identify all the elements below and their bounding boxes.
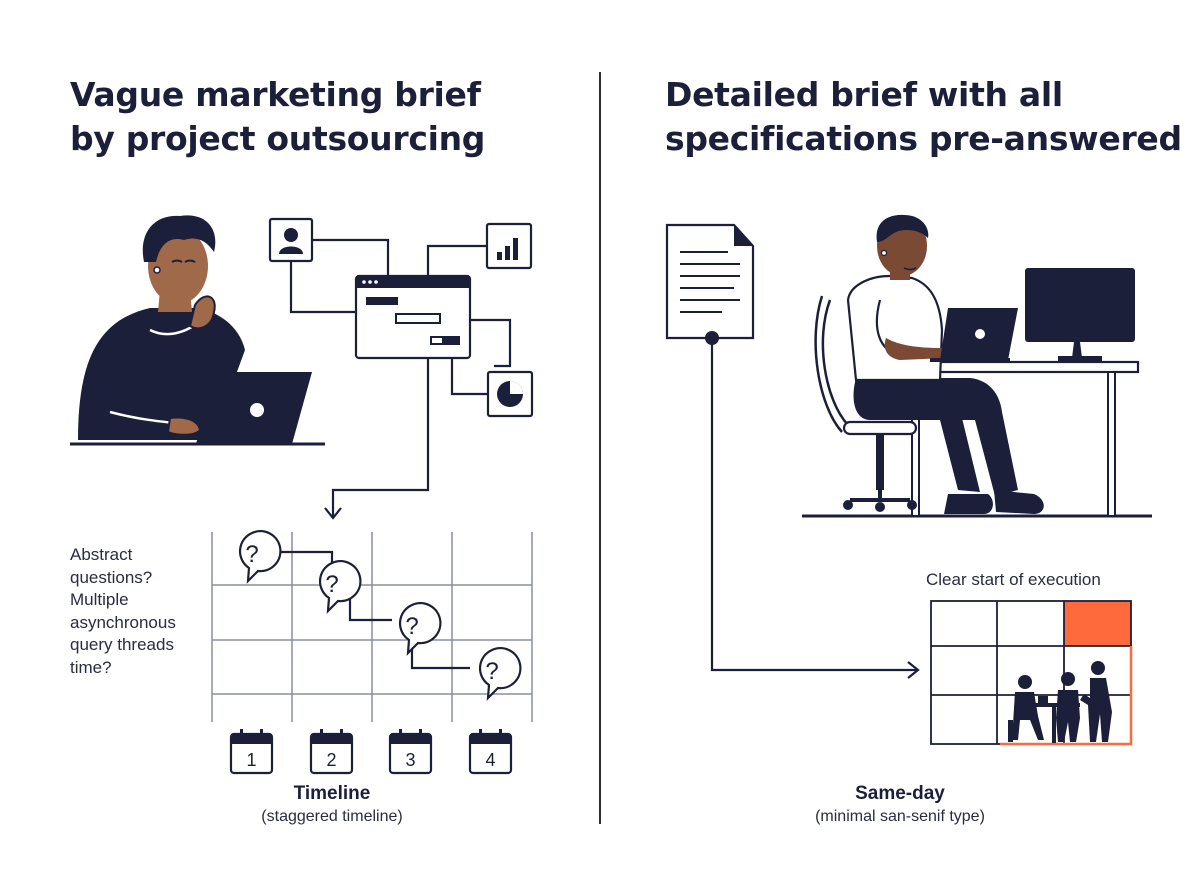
left-person-eyes [171, 259, 196, 263]
right-person-legs [853, 378, 1018, 496]
execution-grid [930, 600, 1133, 746]
meeting-table [1030, 703, 1080, 707]
arrowhead-icon [907, 661, 920, 679]
speech-bubble-icon [479, 647, 522, 701]
note-line-4: asynchronous [70, 612, 176, 632]
question-bubble-3: ? [399, 602, 442, 656]
abstract-questions-note: Abstract questions? Multiple asynchronou… [70, 544, 210, 680]
user-icon-body [279, 246, 303, 254]
question-mark-1: ? [245, 541, 258, 568]
right-title: Detailed brief with all specifications p… [665, 73, 1182, 161]
speech-bubble-icon [399, 602, 442, 656]
calendar-day-2-number: 2 [326, 750, 336, 770]
right-person-shirt [846, 274, 944, 382]
speech-bubble-icon [319, 560, 362, 614]
left-person-head [148, 228, 208, 304]
execution-highlight-border [1000, 646, 1133, 746]
left-person-hand [188, 295, 216, 330]
staggered-timeline-grid [211, 532, 533, 722]
bar-chart-icon [497, 252, 502, 260]
question-mark-3: ? [405, 613, 418, 640]
execution-label: Clear start of execution [926, 570, 1101, 589]
office-chair-base [850, 490, 910, 502]
right-person-earbud [880, 249, 888, 257]
note-line-3: Multiple [70, 590, 129, 610]
right-caption-sub: (minimal san-senif type) [815, 808, 985, 825]
calendar-day-1-number: 1 [246, 750, 256, 770]
left-caption-sub: (staggered timeline) [261, 808, 403, 825]
connector-window-down [450, 345, 488, 396]
left-person-earring [153, 266, 161, 274]
thinking-person-illustration [70, 215, 325, 446]
question-bubble-1: ? [239, 530, 282, 584]
confusing-flow-diagram [268, 217, 534, 520]
panel-divider [599, 72, 601, 824]
document-icon [665, 223, 755, 340]
calendar-day-4: 4 [468, 729, 513, 775]
laptop-logo-icon [250, 403, 264, 417]
note-line-1: Abstract [70, 545, 133, 564]
laptop-logo-icon [975, 329, 985, 339]
question-flow-line [272, 550, 470, 670]
office-chair-post [876, 434, 884, 490]
question-bubble-2: ? [319, 560, 362, 614]
gantt-bar-1 [366, 297, 398, 305]
speech-bubble-icon [239, 530, 282, 584]
left-person-torso [78, 308, 245, 440]
left-title: Vague marketing brief by project outsour… [70, 73, 485, 161]
note-line-2: questions? [70, 567, 153, 587]
left-caption-main: Timeline [293, 783, 371, 804]
arrowhead-to-timeline [324, 507, 342, 520]
right-person-forearm [884, 338, 946, 360]
right-caption-main: Same-day [855, 783, 945, 804]
desk-leg-right [1107, 371, 1116, 517]
left-title-line-1: Vague marketing brief [70, 75, 481, 114]
flow-diagram-details [279, 228, 523, 407]
calendar-day-3-number: 3 [405, 750, 415, 770]
working-person-illustration [802, 214, 1152, 518]
right-caption: Same-day (minimal san-senif type) [780, 782, 1020, 828]
connector-dot [705, 331, 719, 345]
right-person-hair [876, 214, 929, 242]
calendar-day-2: 2 [309, 729, 354, 775]
left-caption: Timeline (staggered timeline) [232, 782, 432, 828]
brief-document [665, 223, 920, 679]
calendar-day-1: 1 [229, 729, 274, 775]
connector-to-timeline [331, 358, 430, 518]
connector-window-to-pie [470, 318, 512, 368]
desktop-monitor [1025, 268, 1135, 342]
calendar-day-4-number: 4 [485, 750, 495, 770]
connector-user-to-window-left [289, 262, 356, 314]
connector-user-to-window [312, 238, 390, 276]
highlight-cell [1064, 601, 1131, 646]
user-icon [284, 228, 298, 242]
note-line-5: query threads [70, 635, 174, 655]
left-person-hair [142, 215, 216, 262]
left-title-line-2: by project outsourcing [70, 119, 486, 158]
right-title-line-2: specifications pre-answered [665, 119, 1182, 158]
note-line-6: time? [70, 657, 112, 677]
right-person-shoe-right [994, 490, 1044, 514]
right-person-shoe-left [944, 494, 993, 514]
right-title-line-1: Detailed brief with all [665, 75, 1063, 114]
team-meeting-icon [1008, 661, 1112, 743]
question-mark-4: ? [485, 658, 498, 685]
window-title-bar [356, 276, 470, 288]
gantt-bar-3 [430, 336, 460, 345]
right-person-smile [903, 267, 917, 271]
office-chair-seat [842, 420, 918, 436]
connector-chart-to-window [426, 244, 487, 278]
question-bubble-4: ? [479, 647, 522, 701]
calendar-day-3: 3 [388, 729, 433, 775]
question-mark-2: ? [325, 571, 338, 598]
office-chair-back [821, 299, 910, 427]
gantt-bar-2 [395, 313, 441, 324]
brief-to-execution-arrow [710, 338, 918, 672]
